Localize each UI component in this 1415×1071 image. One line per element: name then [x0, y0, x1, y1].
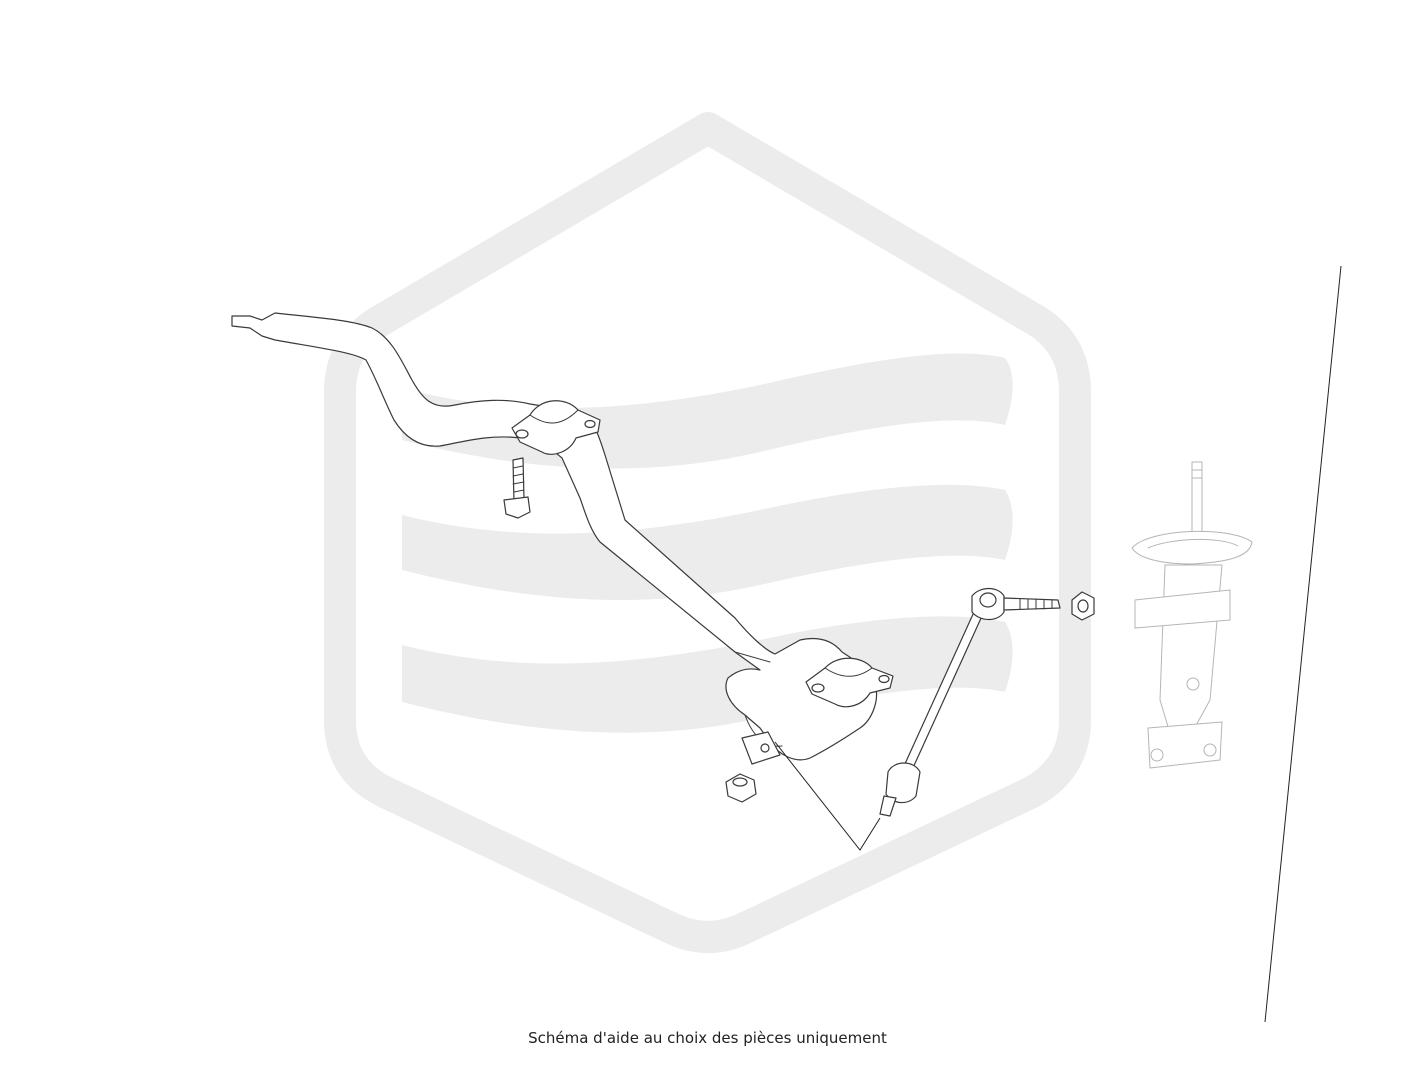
watermark-wave-middle — [402, 484, 1013, 601]
clamp-nut-hole — [732, 777, 748, 787]
strut-mount-hole-b — [1203, 743, 1217, 757]
watermark-logo — [324, 112, 1091, 953]
strut-mount-hole-a — [1150, 748, 1164, 762]
link-upper-thread — [1019, 598, 1053, 610]
watermark-wave-bottom — [402, 616, 1013, 733]
clamp-left-edge — [529, 409, 579, 424]
clamp-nut — [725, 773, 757, 803]
clamp-left-hole-b — [584, 419, 596, 429]
leader-line-link — [774, 741, 881, 851]
strut-bracket-upper — [1134, 589, 1231, 629]
shock-absorber-strut — [1131, 461, 1253, 769]
anti-roll-bar-body — [231, 312, 878, 761]
strut-bracket-lower — [1147, 721, 1223, 769]
clamp-bolt-head — [503, 496, 531, 519]
clamp-bolt-shank — [512, 457, 525, 503]
bushing-clamp-right — [805, 657, 894, 708]
strut-mount-hole-c — [1186, 677, 1200, 691]
caption: Schéma d'aide au choix des pièces unique… — [528, 1029, 887, 1047]
link-upper-joint-socket — [979, 592, 997, 608]
clamp-left-body — [511, 400, 601, 455]
link-upper-stud — [1003, 597, 1061, 611]
flange-nut-hole — [1077, 599, 1089, 613]
strut-rod-thread — [1192, 469, 1202, 479]
clamp-right-hole-b — [878, 674, 890, 684]
clamp-left-hole-a — [515, 429, 529, 439]
watermark-hexagon — [324, 112, 1091, 953]
clamp-right-hole-a — [811, 683, 825, 693]
anti-roll-bar-crease — [734, 651, 771, 663]
clamp-right-edge — [824, 667, 873, 677]
clamp-bolt — [503, 457, 531, 519]
bushing-clamp-left — [511, 400, 601, 455]
clamp-right-body — [805, 657, 894, 708]
divider-line — [1264, 265, 1342, 1023]
strut-spring-seat — [1131, 530, 1253, 565]
stabilizer-link — [879, 587, 1061, 817]
strut-body — [1159, 564, 1223, 741]
mount-tab-hole — [760, 743, 770, 753]
link-flange-nut — [1071, 591, 1095, 621]
link-lower-stud — [879, 795, 897, 817]
strut-seat-ridge — [1147, 539, 1239, 549]
leader-lines — [774, 265, 1342, 1023]
clamp-bolt-thread — [512, 465, 525, 493]
